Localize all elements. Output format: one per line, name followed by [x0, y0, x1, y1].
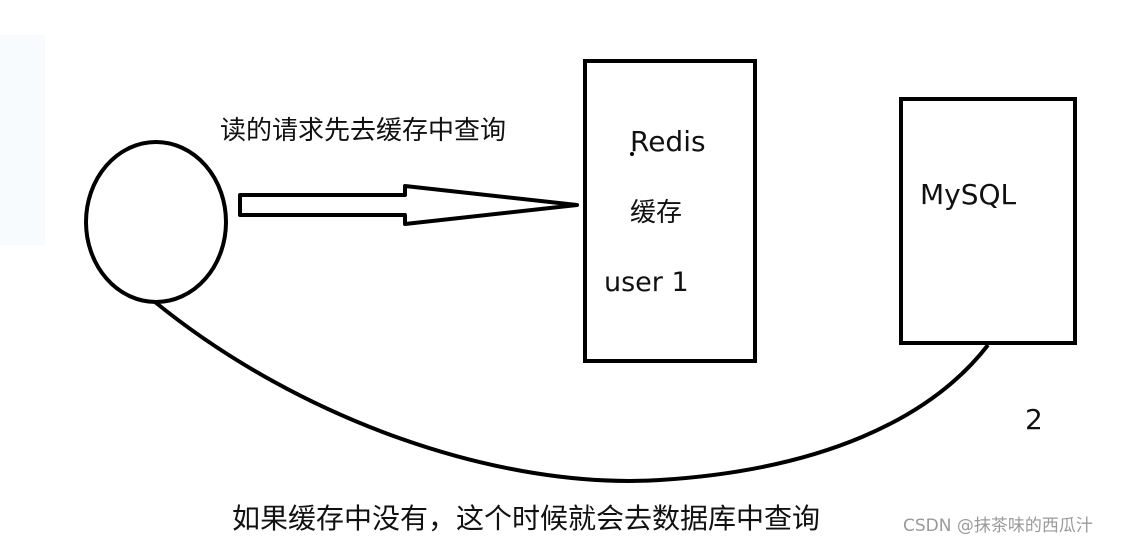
background-artifact [0, 35, 45, 245]
stray-dot [630, 152, 634, 156]
fallback-curve-label: 如果缓存中没有，这个时候就会去数据库中查询 [232, 502, 821, 535]
redis-subtitle: 缓存 [630, 198, 683, 228]
request-arrow-label: 读的请求先去缓存中查询 [220, 116, 507, 146]
mysql-title: MySQL [920, 178, 1017, 211]
step-number: 2 [1025, 403, 1043, 436]
client-node [84, 140, 228, 304]
fallback-curve [153, 300, 990, 483]
mysql-node [899, 97, 1077, 345]
redis-value: user 1 [604, 267, 689, 298]
redis-node [583, 59, 757, 363]
redis-title: Redis [630, 125, 706, 158]
request-arrow [238, 184, 579, 226]
watermark: CSDN @抹茶味的西瓜汁 [903, 516, 1093, 536]
